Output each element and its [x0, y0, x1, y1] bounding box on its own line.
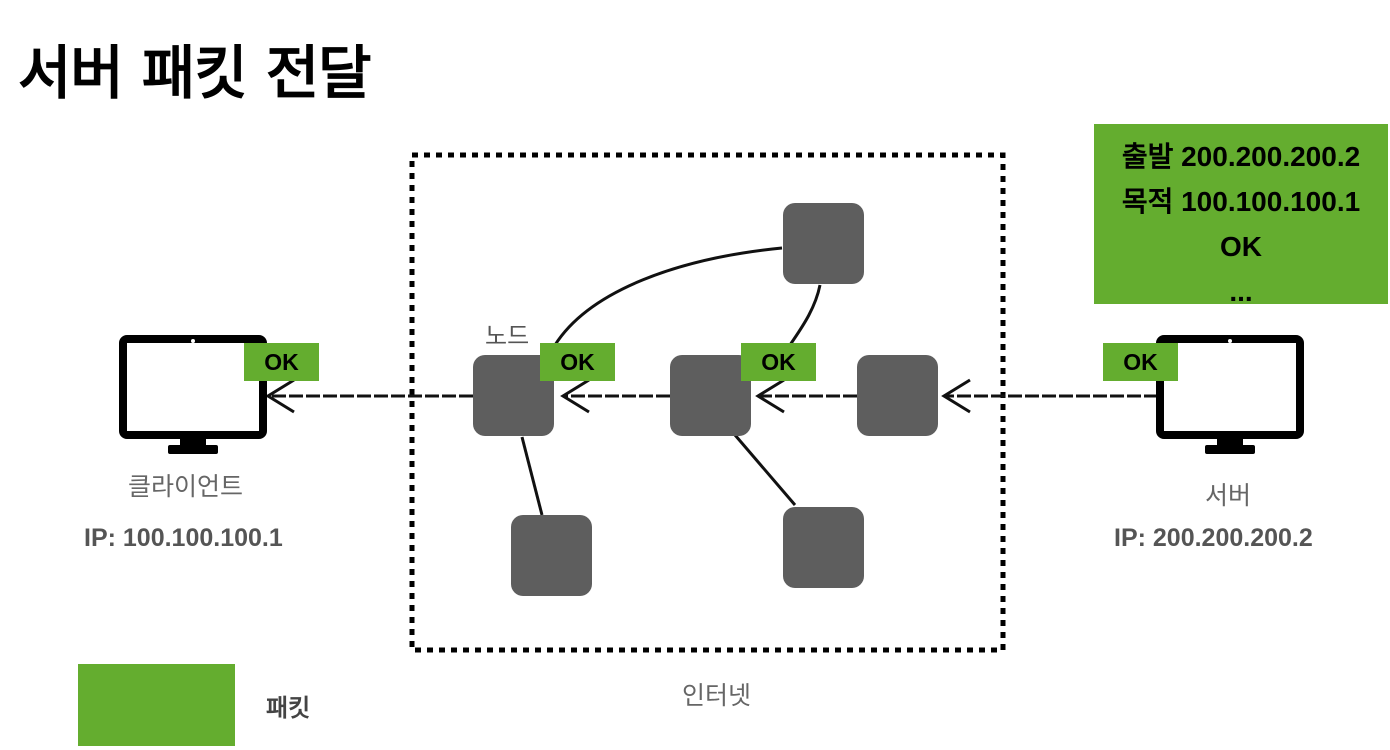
node-label: 노드: [485, 322, 530, 350]
arrow-head: [941, 378, 971, 414]
packet-ok-at-node: OK: [741, 343, 816, 381]
client-monitor-icon: [119, 335, 267, 454]
packet-ok-at-node: OK: [540, 343, 615, 381]
node-bottom-right: [783, 507, 864, 588]
arrow-head: [560, 378, 590, 414]
packet-source-line: 출발 200.200.200.2: [1121, 141, 1361, 172]
packet-ok-at-client: OK: [244, 343, 319, 381]
server-monitor-icon: [1156, 335, 1304, 454]
server-label: 서버: [1205, 481, 1252, 510]
node-top: [783, 203, 864, 284]
node-bottom-left: [511, 515, 592, 596]
packet-ellipsis-line: ...: [1229, 276, 1253, 307]
node-middle: [670, 355, 751, 436]
packet-payload-line: OK: [1220, 231, 1262, 262]
packet-info-box: 출발 200.200.200.2 목적 100.100.100.1 OK ...: [1094, 124, 1388, 307]
legend-packet-swatch: [78, 664, 235, 746]
legend-packet-label: 패킷: [266, 694, 311, 722]
link-middle-node-to-bottom-right-node: [733, 434, 797, 506]
server-ip: IP: 200.200.200.2: [1114, 524, 1313, 552]
packet-flow-arrows: [265, 378, 1158, 414]
internet-boundary: [409, 152, 1006, 653]
page-title: 서버 패킷 전달: [18, 39, 372, 107]
arrow-head: [755, 378, 785, 414]
node-right: [857, 355, 938, 436]
link-left-node-to-bottom-left-node: [520, 436, 544, 516]
link-top-node-to-middle-node: [788, 284, 822, 346]
nodes: [473, 203, 938, 596]
internet-label: 인터넷: [682, 681, 752, 710]
client-label: 클라이언트: [128, 472, 244, 501]
link-top-node-to-left-node: [553, 246, 783, 346]
packet-ok-at-server: OK: [1103, 343, 1178, 381]
arrow-head: [265, 378, 295, 414]
node-left: [473, 355, 554, 436]
client-ip: IP: 100.100.100.1: [84, 524, 283, 552]
packet-destination-line: 목적 100.100.100.1: [1121, 186, 1361, 217]
